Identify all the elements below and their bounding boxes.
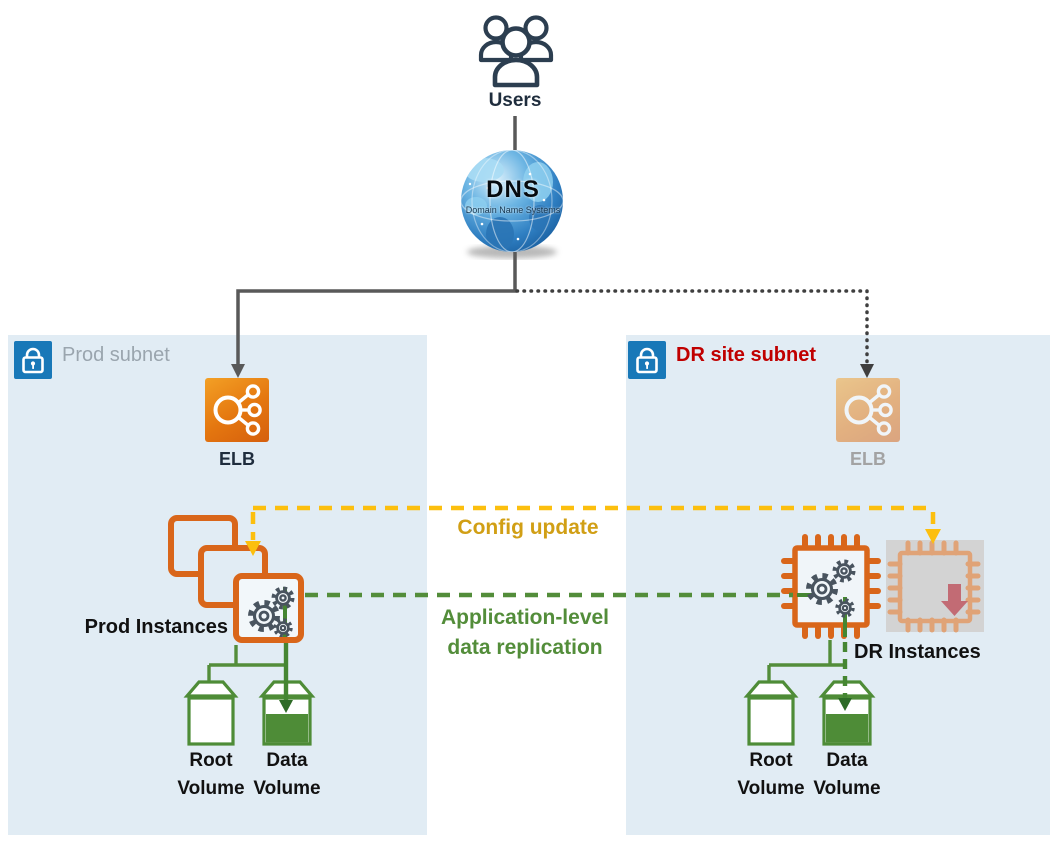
users-label: Users bbox=[488, 90, 542, 111]
replication-label-line1: Application-level bbox=[440, 606, 610, 629]
dr-instances-label: DR Instances bbox=[854, 641, 981, 663]
elb-load-balancer-icon bbox=[205, 378, 269, 442]
dns-title: DNS bbox=[486, 176, 540, 203]
config-update-label: Config update bbox=[457, 516, 599, 539]
prod-root-volume-label: Root Volume bbox=[177, 750, 245, 799]
dr-subnet-label: DR site subnet bbox=[676, 344, 817, 366]
users-icon bbox=[478, 15, 554, 88]
replication-label-line2: data replication bbox=[447, 635, 603, 659]
elb-load-balancer-icon-faded bbox=[836, 378, 900, 442]
prod-elb-label: ELB bbox=[219, 449, 255, 469]
prod-data-volume-label: Data Volume bbox=[253, 750, 321, 799]
dr-data-volume-label: Data Volume bbox=[813, 750, 881, 799]
download-arrow-glyph bbox=[941, 584, 968, 616]
dr-root-volume-label: Root Volume bbox=[737, 750, 805, 799]
dns-subtitle: Domain Name Systems bbox=[465, 205, 561, 215]
prod-instances-label: Prod Instances bbox=[84, 616, 228, 638]
chip-faded-download-icon bbox=[886, 540, 984, 633]
dr-elb-label: ELB bbox=[850, 449, 886, 469]
lock-icon bbox=[14, 341, 52, 379]
prod-subnet-label: Prod subnet bbox=[62, 344, 170, 366]
lock-icon bbox=[628, 341, 666, 379]
chip-gears-icon bbox=[781, 534, 881, 639]
dns-globe-icon bbox=[461, 150, 563, 259]
instances-stack-gears-icon bbox=[233, 573, 304, 643]
